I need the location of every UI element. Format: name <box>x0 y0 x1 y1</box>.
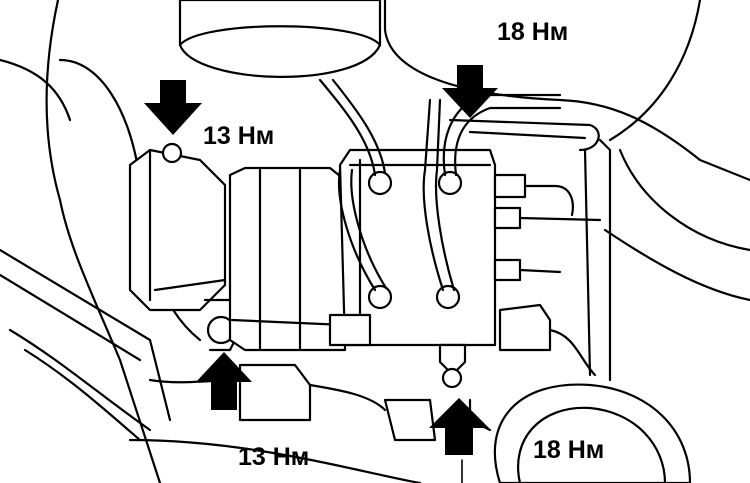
fitting-2 <box>493 206 522 230</box>
lower-right-round-rim <box>517 406 667 483</box>
left-module-top-bolt <box>161 142 183 164</box>
right-hose <box>618 148 750 252</box>
torque-label-bottom-right: 18 Нм <box>533 436 605 464</box>
fitting-line-1 <box>523 184 574 217</box>
bottom-plug <box>383 398 437 442</box>
pipe-1 <box>318 78 377 177</box>
left-lower-tube-2 <box>23 348 142 442</box>
port-top-left <box>367 170 393 196</box>
bottom-right-connector <box>498 303 552 352</box>
port-top-right <box>437 170 463 196</box>
left-diagonal-strut <box>0 248 172 422</box>
arrow-left-top-down <box>144 80 202 135</box>
top-right-body-panel-inner <box>608 0 702 142</box>
connector-wire <box>548 328 597 377</box>
pipe-2 <box>338 168 377 292</box>
arrow-bottom-right-up <box>429 398 489 455</box>
right-bracket-inner <box>583 148 592 377</box>
pipe-4 <box>422 98 445 292</box>
bottom-bolt-nut <box>441 367 463 389</box>
port-bottom-left <box>367 284 393 310</box>
top-right-body-panel <box>383 0 750 182</box>
pump-motor-bottom <box>230 318 347 327</box>
left-diagonal-strut-2 <box>0 273 142 362</box>
left-lower-tube <box>8 328 152 432</box>
lower-right-round-part <box>493 383 692 483</box>
bottom-cable-1 <box>308 383 387 412</box>
right-hose-b <box>603 228 750 302</box>
torque-label-top-right: 18 Нм <box>497 18 569 46</box>
arrow-bottom-left-up <box>196 352 252 410</box>
pipe-2b <box>350 168 388 290</box>
port-bottom-right <box>435 284 461 310</box>
pipe-1b <box>331 78 387 175</box>
hydraulic-block-base-tab <box>328 313 372 347</box>
pipe-top-right-b <box>468 130 587 140</box>
bottom-connector <box>238 363 312 422</box>
left-module-mid <box>153 278 227 292</box>
left-body-contour <box>45 0 162 483</box>
bottom-ground-line <box>128 438 422 483</box>
torque-label-left-top: 13 Нм <box>203 122 275 150</box>
fitting-3 <box>493 258 522 282</box>
fitting-line-3 <box>518 268 562 274</box>
left-body-edge <box>0 58 72 122</box>
top-cylinder <box>178 0 382 78</box>
pipe-3b <box>454 106 562 177</box>
top-cylinder-rim <box>178 25 382 47</box>
fitting-1 <box>493 173 527 199</box>
torque-label-bottom-left: 13 Нм <box>238 443 310 471</box>
arrow-top-right-down <box>442 65 498 118</box>
fitting-line-2 <box>518 216 602 222</box>
pipe-4b <box>434 98 456 292</box>
right-bracket-outer <box>598 138 612 382</box>
